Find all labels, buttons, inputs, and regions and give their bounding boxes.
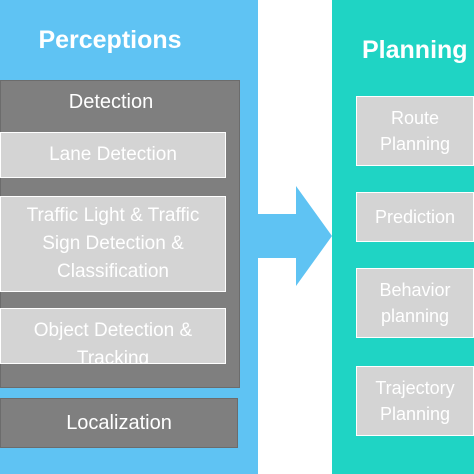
trajectory-planning-label: Trajectory Planning xyxy=(375,378,455,424)
prediction-box: Prediction xyxy=(356,192,474,242)
behavior-planning-box: Behavior planning xyxy=(356,268,474,338)
planning-title: Planning xyxy=(362,36,468,64)
prediction-label: Prediction xyxy=(374,207,456,227)
route-planning-label: Route Planning xyxy=(379,108,451,154)
object-detection-box: Object Detection & Tracking xyxy=(0,308,226,364)
behavior-planning-label: Behavior planning xyxy=(379,280,451,326)
traffic-sign-detection-box: Traffic Light & Traffic Sign Detection &… xyxy=(0,196,226,292)
detection-title: Detection xyxy=(68,91,154,113)
localization-box: Localization xyxy=(0,398,238,448)
object-detection-label: Object Detection & Tracking xyxy=(33,320,193,364)
flow-arrow-icon xyxy=(258,186,332,286)
perceptions-title: Perceptions xyxy=(38,26,182,54)
localization-label: Localization xyxy=(66,411,172,434)
trajectory-planning-box: Trajectory Planning xyxy=(356,366,474,436)
traffic-sign-detection-label: Traffic Light & Traffic Sign Detection &… xyxy=(26,205,200,282)
route-planning-box: Route Planning xyxy=(356,96,474,166)
lane-detection-box: Lane Detection xyxy=(0,132,226,178)
lane-detection-label: Lane Detection xyxy=(49,144,177,165)
